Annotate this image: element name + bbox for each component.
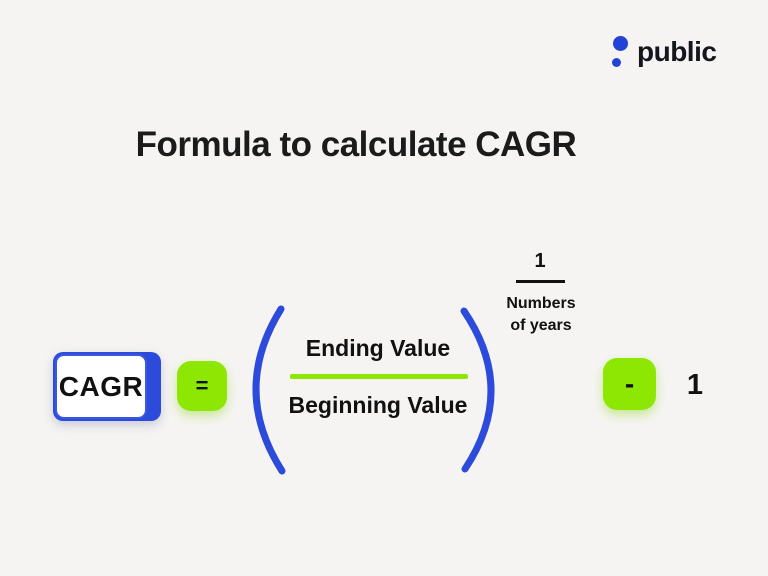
public-logo-text: public — [637, 36, 717, 67]
equals-chip: = — [177, 361, 227, 411]
logo-big-dot-icon — [613, 36, 628, 51]
left-parenthesis — [252, 305, 286, 475]
right-parenthesis — [460, 307, 495, 473]
minus-chip: - — [603, 358, 656, 410]
public-logo: public — [610, 33, 730, 77]
cagr-badge-inner: CAGR — [55, 354, 147, 419]
public-logo-icon — [610, 33, 632, 75]
exponent-denominator: Numbers of years — [496, 293, 586, 337]
cagr-label: CAGR — [58, 370, 144, 402]
fraction-numerator: Ending Value — [305, 335, 451, 361]
fraction-divider-line — [290, 374, 468, 379]
exponent-numerator: 1 — [534, 250, 546, 272]
cagr-badge: CAGR — [53, 352, 161, 421]
page-title: Formula to calculate CAGR — [135, 125, 577, 164]
constant-one: 1 — [686, 369, 704, 401]
exponent-denominator-line2: of years — [510, 317, 572, 334]
exponent-denominator-line1: Numbers — [506, 295, 576, 312]
logo-small-dot-icon — [612, 58, 621, 67]
fraction-denominator: Beginning Value — [288, 392, 468, 418]
exponent-divider-line — [516, 280, 565, 283]
